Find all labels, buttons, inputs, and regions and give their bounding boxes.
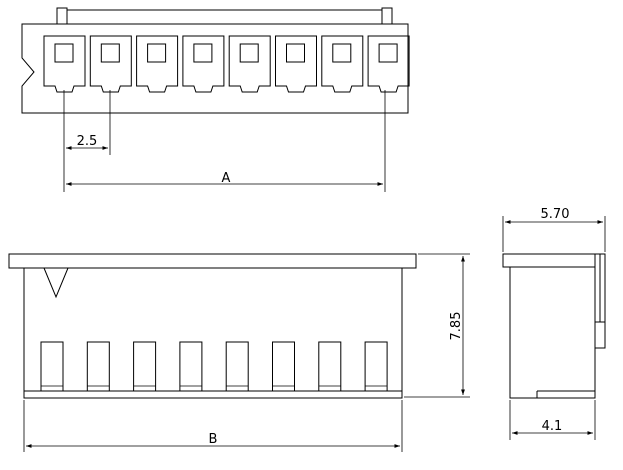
- top-cavity-window: [147, 43, 167, 63]
- top-cavity: [367, 35, 410, 93]
- dimension-depth-label: 5.70: [541, 207, 570, 222]
- top-cavity: [182, 35, 225, 93]
- front-contact-slot: [225, 341, 249, 392]
- dimension-base-label: 4.1: [542, 419, 563, 434]
- front-flange: [8, 253, 417, 269]
- top-cavity-window: [332, 43, 352, 63]
- front-contact-slot: [364, 341, 388, 392]
- top-cavity: [136, 35, 179, 93]
- dimension-height-label: 7.85: [449, 312, 464, 341]
- dimension-b-label: B: [209, 432, 218, 447]
- top-left-tab: [56, 7, 68, 25]
- front-contact-slot: [133, 341, 157, 392]
- top-cavity: [321, 35, 364, 93]
- front-contact-slot: [86, 341, 110, 392]
- top-cavity: [228, 35, 271, 93]
- front-contact-slot: [318, 341, 342, 392]
- front-view: 7.85 B: [8, 253, 470, 452]
- top-view: 2.5 A: [21, 7, 410, 192]
- top-cavity-window: [54, 43, 74, 63]
- top-slots: [43, 35, 410, 93]
- top-cavity: [89, 35, 132, 93]
- front-contact-slot: [179, 341, 203, 392]
- top-body-outline: [21, 23, 409, 114]
- side-body-outline: [509, 254, 596, 399]
- top-cavity-window: [100, 43, 120, 63]
- side-view: 5.70 4.1: [502, 207, 606, 440]
- top-cavity: [275, 35, 317, 93]
- front-slots: [40, 341, 388, 392]
- top-cavity: [43, 35, 86, 93]
- dimension-pitch-label: 2.5: [77, 134, 98, 149]
- front-contact-slot: [40, 341, 64, 392]
- top-right-tab: [381, 7, 393, 25]
- top-cavity-window: [239, 43, 259, 63]
- front-contact-slot: [272, 341, 295, 392]
- top-cavity-window: [286, 43, 305, 63]
- dimension-a-label: A: [222, 171, 231, 186]
- front-body-outline: [23, 268, 403, 399]
- polarity-marker: [43, 267, 69, 299]
- top-cavity-window: [193, 43, 213, 63]
- top-cavity-window: [378, 43, 398, 63]
- side-cap: [502, 253, 596, 268]
